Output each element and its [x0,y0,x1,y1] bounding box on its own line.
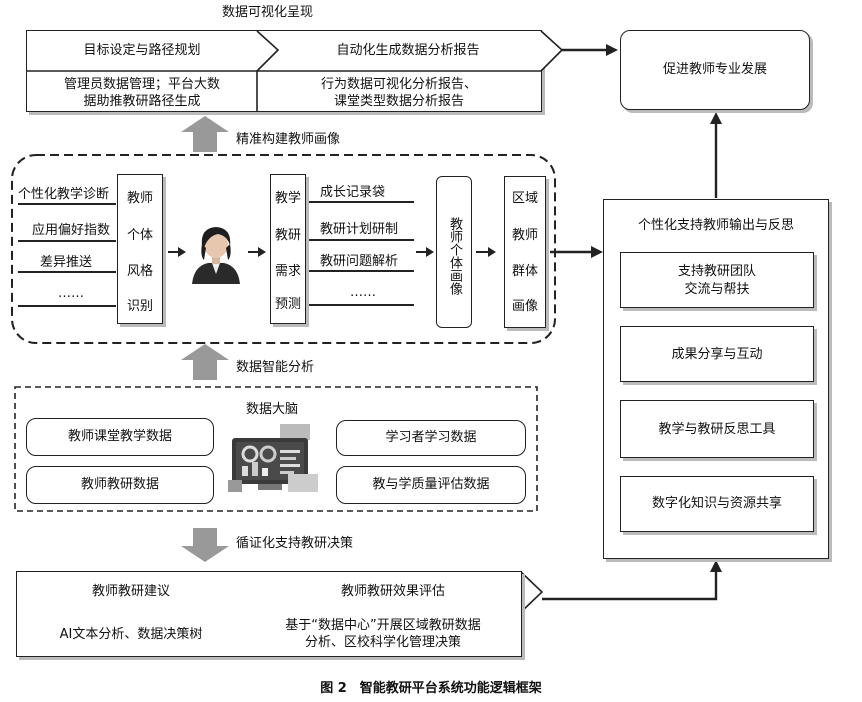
input-item-preference: 应用偏好指数 [32,223,111,238]
need-predict-box [270,174,306,324]
bottom-detail-2-line2: 分析、区校科学化管理决策 [304,635,461,650]
output-item-plan: 教研计划研制 [320,222,399,237]
group-portrait-char1: 区域 [511,191,538,206]
support-item-share-label: 成果分享与互动 [671,347,763,362]
brain-title: 数据大脑 [246,402,299,417]
need-predict-char2: 教研 [274,228,301,243]
support-panel-title: 个性化支持教师输出与反思 [637,218,794,233]
brain-item-quality-data: 教与学质量评估数据 [336,466,526,504]
group-portrait-char4: 画像 [511,299,538,314]
brain-item-classroom-data: 教师课堂教学数据 [26,418,214,456]
top-step-goal-setting: 目标设定与路径规划 [83,43,201,58]
bottom-process-panel [16,571,522,657]
support-item-reflection-label: 教学与教研反思工具 [658,422,776,437]
goal-box: 促进教师专业发展 [620,30,810,110]
individual-portrait-label: 教师个体画像 [447,217,462,295]
decision-label: 循证化支持教研决策 [236,536,354,551]
need-predict-char1: 教学 [274,191,301,206]
top-section-title: 数据可视化呈现 [222,5,314,20]
bottom-detail-2-line1: 基于“数据中心”开展区域教研数据 [285,618,481,633]
output-item-ellipsis: …… [350,285,376,300]
support-item-resources [620,476,814,532]
brain-item-learner-data: 学习者学习数据 [336,420,526,456]
input-item-push: 差异推送 [40,255,93,270]
data-dashboard-icon [228,424,324,496]
need-predict-char4: 预测 [274,297,301,312]
top-detail-1-line2: 据助推教研路径生成 [83,94,201,109]
output-item-problem: 教研问题解析 [320,254,399,269]
analysis-label: 数据智能分析 [236,360,315,375]
input-item-diagnosis: 个性化教学诊断 [18,187,110,202]
individual-portrait-box [436,176,472,328]
support-item-resources-label: 数字化知识与资源共享 [651,496,782,511]
style-identify-char3: 风格 [126,264,153,279]
top-detail-2-line2: 课堂类型数据分析报告 [333,94,464,109]
top-detail-1-line1: 管理员数据管理；平台大数 [63,77,220,92]
bottom-step-advice: 教师教研建议 [91,584,170,599]
group-portrait-box [504,176,546,328]
group-portrait-char3: 群体 [511,264,538,279]
top-detail-2-line1: 行为数据可视化分析报告、 [320,77,477,92]
style-identify-box [117,174,163,324]
bottom-step-evaluation: 教师教研效果评估 [340,584,445,599]
teacher-avatar [188,222,244,284]
group-portrait-char2: 教师 [511,228,538,243]
support-item-team [620,252,814,308]
style-identify-char1: 教师 [126,191,153,206]
support-item-reflection [620,400,814,458]
portrait-label: 精准构建教师画像 [236,132,341,147]
need-predict-char3: 需求 [274,264,301,279]
brain-item-research-data: 教师教研数据 [26,466,214,504]
support-item-team-line1: 支持教研团队 [677,264,756,279]
support-item-share [620,326,814,382]
output-item-growth: 成长记录袋 [320,185,386,200]
style-identify-char4: 识别 [126,299,153,314]
figure-caption: 图 2 智能教研平台系统功能逻辑框架 [320,681,542,696]
style-identify-char2: 个体 [126,228,153,243]
bottom-detail-1: AI文本分析、数据决策树 [59,627,203,642]
top-step-auto-report: 自动化生成数据分析报告 [336,43,480,58]
support-item-team-line2: 交流与帮扶 [684,282,750,297]
input-item-ellipsis: …… [58,286,84,301]
